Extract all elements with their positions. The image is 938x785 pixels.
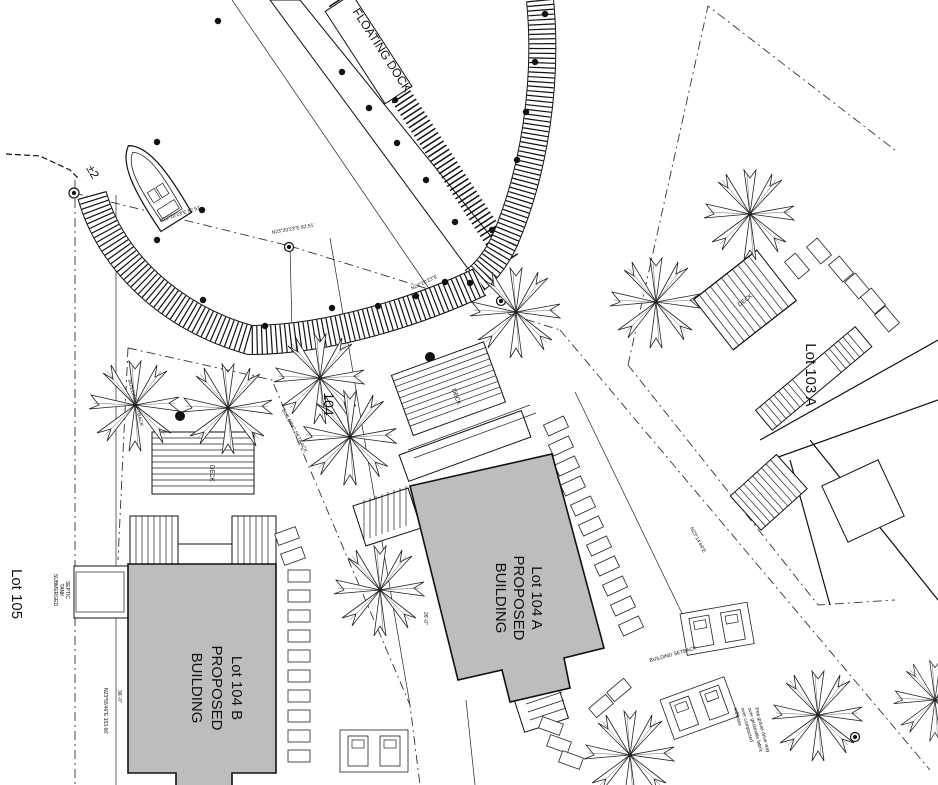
floating-dock: FLOATING DOCK — [77, 0, 557, 356]
septic-tank: SEPTIC TANK SUBMERGED — [52, 574, 70, 607]
lot-104-label: 104 — [321, 392, 337, 416]
dimension-8: 26'-0" — [422, 612, 428, 625]
lot-104a-subtitle-2: BUILDING — [492, 563, 509, 634]
lot-105-label: Lot 105 — [8, 569, 25, 619]
dimension-2: N23°20'23"E 82.51' — [271, 223, 315, 236]
svg-text:SEPTIC: SEPTIC — [64, 581, 70, 599]
deck-label-104a: DECK — [450, 388, 461, 406]
driveway-note: Pea gravel drive way over geotextile fab… — [732, 707, 771, 754]
lot-104-structures: DECK SEPTIC TANK SUBMERGED DECK — [52, 341, 570, 733]
lot-103a-label: Lot 103 A — [802, 343, 819, 406]
svg-text:subbase: subbase — [732, 707, 743, 727]
boat-icon — [125, 144, 193, 233]
shoreline — [5, 153, 81, 181]
lot-103a-structures: DECK Lot 103 A — [693, 237, 938, 606]
svg-text:TANK: TANK — [58, 584, 64, 598]
deck-label-104b: DECK — [208, 465, 214, 482]
dimension-4: N23°55'46"E 153.66' — [102, 688, 108, 734]
lot-104b-subtitle-2: BUILDING — [188, 653, 205, 724]
lot-104b-building: Lot 104 B PROPOSED BUILDING — [127, 563, 277, 785]
dimension-7: 36'-0" — [116, 690, 122, 703]
lot-104a-subtitle-1: PROPOSED — [510, 555, 527, 640]
dock-piles — [153, 10, 549, 330]
lot-104b-subtitle-1: PROPOSED — [208, 645, 225, 730]
building-setback-label-2: BUILDING SETBACK — [280, 408, 308, 454]
vehicle-icon — [75, 571, 755, 773]
dimension-6: ±2 — [83, 163, 102, 182]
lot-104a-building: Lot 104 A PROPOSED BUILDING — [409, 453, 605, 703]
lot-lines — [73, 0, 931, 785]
svg-text:SUBMERGED: SUBMERGED — [52, 574, 58, 607]
parking-pavers — [274, 415, 645, 770]
lot-104b-title: Lot 104 B — [228, 656, 245, 720]
dimension-5: N23°14'49"E — [688, 526, 707, 554]
lot-104a-title: Lot 104 A — [528, 566, 545, 629]
